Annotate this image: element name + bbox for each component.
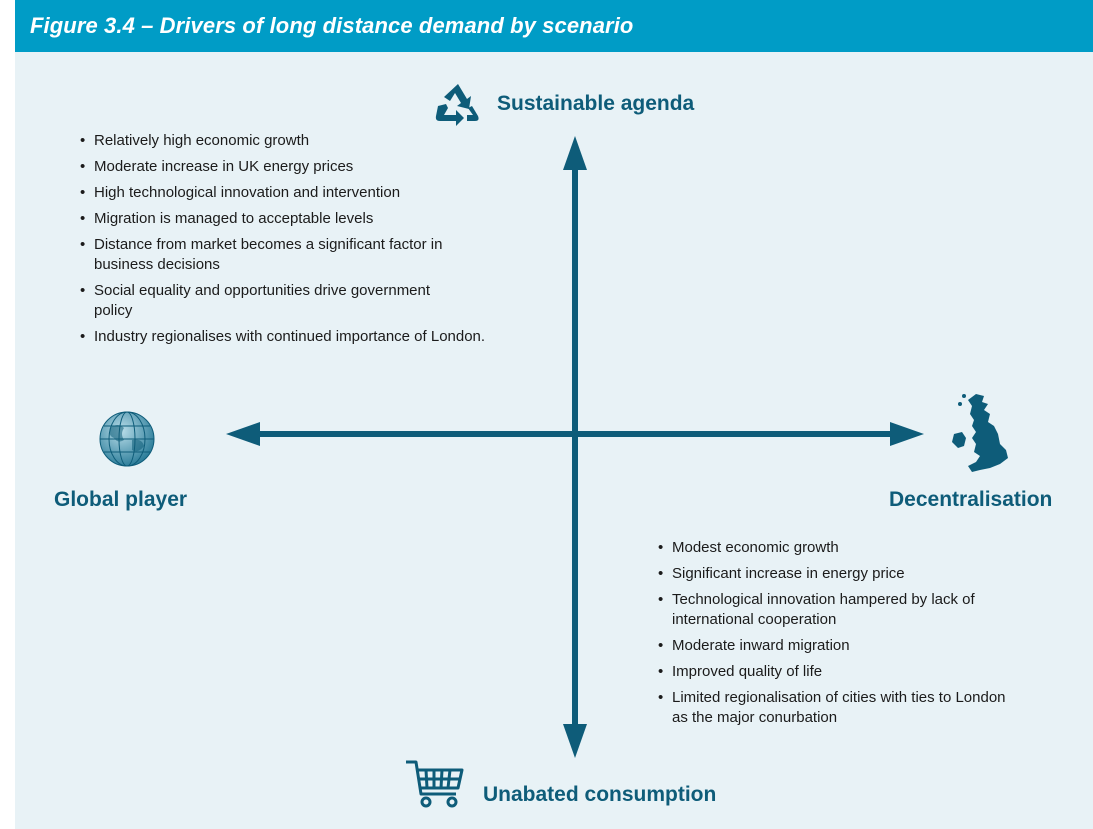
figure-header: Figure 3.4 – Drivers of long distance de… <box>15 0 1093 52</box>
list-item: Modest economic growth <box>656 538 1016 558</box>
list-item: Social equality and opportunities drive … <box>78 281 434 321</box>
list-item: Moderate increase in UK energy prices <box>78 157 518 177</box>
list-item: Moderate inward migration <box>656 636 1016 656</box>
top-left-quadrant-list: Relatively high economic growth Moderate… <box>78 131 518 353</box>
globe-icon <box>98 410 156 468</box>
list-item: Improved quality of life <box>656 662 1016 682</box>
bottom-right-quadrant-list: Modest economic growth Significant incre… <box>656 538 1016 734</box>
shopping-cart-icon <box>404 758 466 810</box>
list-item: Distance from market becomes a significa… <box>78 235 464 275</box>
uk-map-icon <box>950 392 1014 474</box>
arrow-right <box>890 422 924 446</box>
axis-label-left: Global player <box>54 488 188 511</box>
list-item: Significant increase in energy price <box>656 564 1016 584</box>
axis-label-bottom: Unabated consumption <box>483 783 717 806</box>
list-item: Industry regionalises with continued imp… <box>78 327 514 347</box>
list-item: Relatively high economic growth <box>78 131 518 151</box>
axis-label-right: Decentralisation <box>889 488 1053 511</box>
figure-title: Figure 3.4 – Drivers of long distance de… <box>30 13 634 38</box>
recycle-icon <box>434 82 482 126</box>
list-item: Migration is managed to acceptable level… <box>78 209 518 229</box>
arrow-down <box>563 724 587 758</box>
list-item: Limited regionalisation of cities with t… <box>656 688 1017 728</box>
arrow-left <box>226 422 260 446</box>
list-item: Technological innovation hampered by lac… <box>656 590 1002 630</box>
axis-label-top: Sustainable agenda <box>497 92 695 115</box>
arrow-up <box>563 136 587 170</box>
list-item: High technological innovation and interv… <box>78 183 518 203</box>
